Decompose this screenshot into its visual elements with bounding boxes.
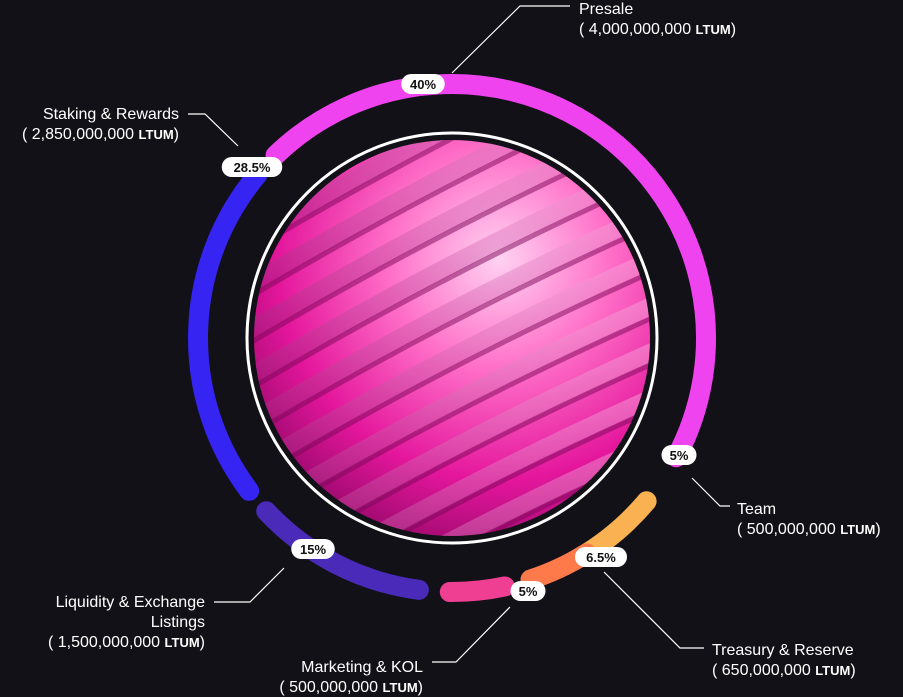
leader-presale xyxy=(451,5,570,74)
badge-treasury-and-reserve: 6.5% xyxy=(575,547,627,567)
label-marketing-and-kol: Marketing & KOL ( 500,000,000 LTUM) xyxy=(279,659,423,696)
sphere-ridge xyxy=(254,140,650,375)
badge-pill-staking-and-rewards xyxy=(221,157,283,177)
percent-label-marketing-and-kol: 5% xyxy=(519,584,538,599)
badge-pill-treasury-and-reserve xyxy=(575,547,627,567)
label-treasury-and-reserve: Treasury & Reserve ( 650,000,000 LTUM) xyxy=(712,642,856,679)
slice-amount-staking-and-rewards: ( 2,850,000,000 LTUM) xyxy=(22,126,179,143)
badge-presale: 40% xyxy=(401,74,445,94)
label-presale: Presale ( 4,000,000,000 LTUM) xyxy=(579,1,736,38)
slice-amount-team: ( 500,000,000 LTUM) xyxy=(737,521,881,538)
percent-label-team: 5% xyxy=(670,448,689,463)
currency-unit: LTUM xyxy=(696,22,731,37)
sphere-ridge-shadow xyxy=(254,140,650,381)
percent-label-treasury-and-reserve: 6.5% xyxy=(586,550,616,565)
leader-marketing-and-kol xyxy=(432,606,511,663)
slice-name-presale: Presale xyxy=(579,1,633,18)
percent-label-staking-and-rewards: 28.5% xyxy=(234,160,271,175)
slice-name-treasury-and-reserve: Treasury & Reserve xyxy=(712,642,854,659)
badge-team: 5% xyxy=(661,445,697,465)
sphere-ridge-shadow xyxy=(254,140,650,335)
slice-amount-treasury-and-reserve: ( 650,000,000 LTUM) xyxy=(712,662,856,679)
sphere-ridge xyxy=(254,140,650,329)
sphere-ridge xyxy=(254,317,650,536)
currency-unit: LTUM xyxy=(815,663,850,678)
arc-staking-and-rewards xyxy=(188,164,268,501)
arc-marketing-and-kol xyxy=(439,576,515,602)
badge-pill-presale xyxy=(401,74,445,94)
slice-amount-marketing-and-kol: ( 500,000,000 LTUM) xyxy=(279,679,423,696)
sphere-ridge-shadow xyxy=(254,335,650,536)
label-team: Team ( 500,000,000 LTUM) xyxy=(737,501,881,538)
percent-label-liquidity-and-exchange-listings: 15% xyxy=(300,542,326,557)
label-staking-and-rewards: Staking & Rewards ( 2,850,000,000 LTUM) xyxy=(22,106,179,143)
slice-labels: Presale ( 4,000,000,000 LTUM) Team ( 500,00… xyxy=(22,1,881,696)
percent-label-presale: 40% xyxy=(410,77,436,92)
currency-unit: LTUM xyxy=(165,635,200,650)
arc-presale xyxy=(265,74,716,468)
leader-staking-and-rewards xyxy=(188,113,239,147)
slice-name-team: Team xyxy=(737,501,776,518)
currency-unit: LTUM xyxy=(139,127,174,142)
leader-lines xyxy=(188,5,730,663)
inner-ring xyxy=(245,131,659,545)
badge-pill-team xyxy=(661,445,697,465)
slice-amount-liquidity-and-exchange-listings: ( 1,500,000,000 LTUM) xyxy=(48,634,205,651)
badge-liquidity-and-exchange-listings: 15% xyxy=(291,539,335,559)
badge-marketing-and-kol: 5% xyxy=(510,581,546,601)
percent-badges: 40% 5% 6.5% 5% 15% 28.5% xyxy=(221,74,697,601)
badge-staking-and-rewards: 28.5% xyxy=(221,157,283,177)
slice-name-marketing-and-kol: Marketing & KOL xyxy=(301,659,423,676)
slice-amount-presale: ( 4,000,000,000 LTUM) xyxy=(579,21,736,38)
leader-team xyxy=(691,477,730,507)
slice-name-staking-and-rewards: Staking & Rewards xyxy=(43,106,179,123)
leader-liquidity-and-exchange-listings xyxy=(214,567,285,603)
slice-name-liquidity-and-exchange-listings: Liquidity & Exchange xyxy=(56,594,206,611)
leader-treasury-and-reserve xyxy=(603,571,704,649)
currency-unit: LTUM xyxy=(383,680,418,695)
slice-name-liquidity-and-exchange-listings-line-1: Listings xyxy=(151,614,205,631)
arc-liquidity-and-exchange-listings xyxy=(256,501,429,600)
badge-pill-marketing-and-kol xyxy=(510,581,546,601)
currency-unit: LTUM xyxy=(840,522,875,537)
badge-pill-liquidity-and-exchange-listings xyxy=(291,539,335,559)
